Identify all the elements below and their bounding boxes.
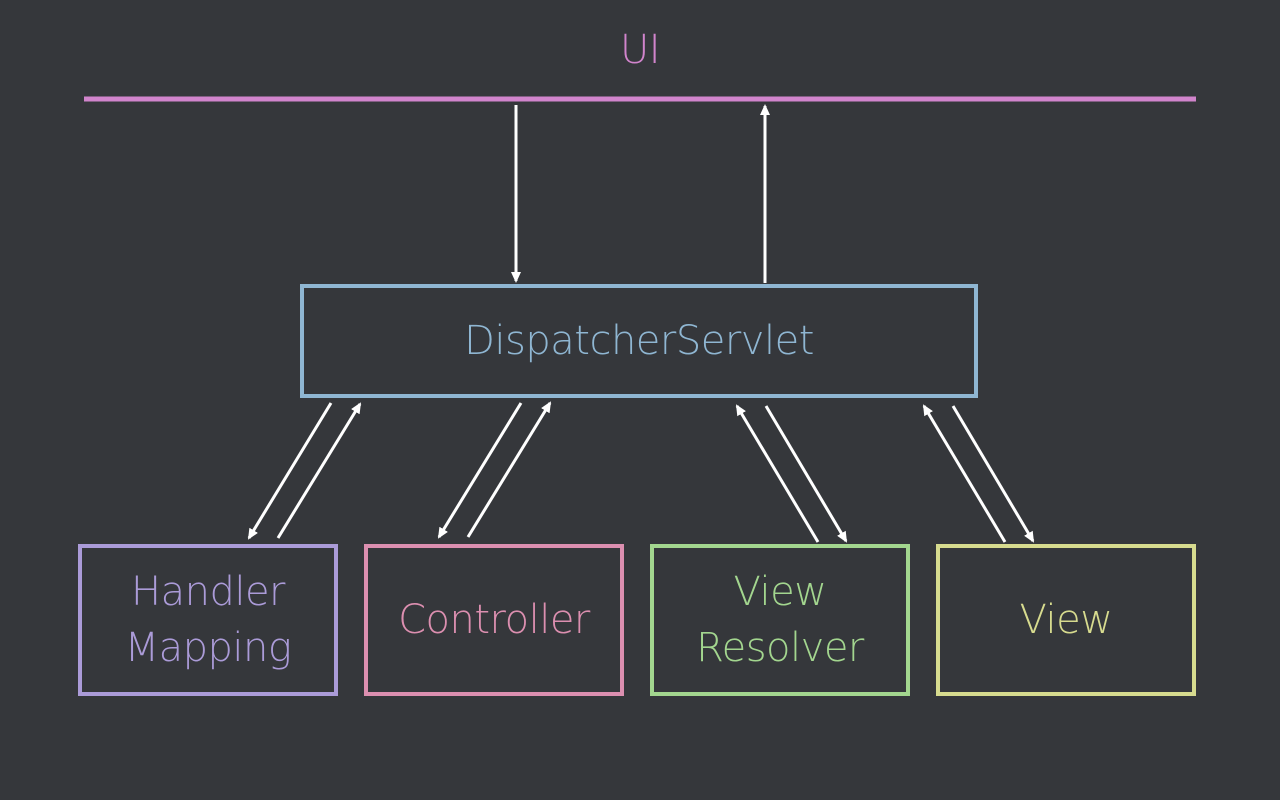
view-resolver-box (650, 544, 910, 696)
view-resolver-request-arrow (764, 405, 848, 543)
ui-label: UI (619, 27, 661, 73)
controller-label-text: Controller (398, 597, 590, 643)
controller-return-arrow (466, 401, 552, 538)
view-box (936, 544, 1196, 696)
handler-mapping-label: Handler Mapping (80, 546, 336, 694)
dispatcher-servlet-label: DispatcherServlet (464, 318, 814, 364)
view-label-text: View (1019, 597, 1113, 643)
view-return-arrow (922, 404, 1007, 543)
handler-mapping-return-arrow (276, 402, 362, 539)
view-resolver-label-line2: Resolver (696, 625, 864, 671)
view-resolver-return-arrow (735, 404, 820, 543)
controller-box (364, 544, 624, 696)
view-resolver-label-line1: View (733, 569, 827, 615)
handler-mapping-box (78, 544, 338, 696)
view-resolver-label: View Resolver (652, 546, 908, 694)
view-request-arrow (951, 405, 1035, 543)
handler-mapping-label-line2: Mapping (124, 625, 292, 671)
dispatcher-servlet-box (300, 284, 978, 398)
handler-mapping-request-arrow (247, 402, 333, 540)
controller-label: Controller (366, 546, 622, 694)
handler-mapping-label-line1: Handler (131, 569, 286, 615)
controller-request-arrow (437, 402, 523, 539)
view-label: View (938, 546, 1194, 694)
